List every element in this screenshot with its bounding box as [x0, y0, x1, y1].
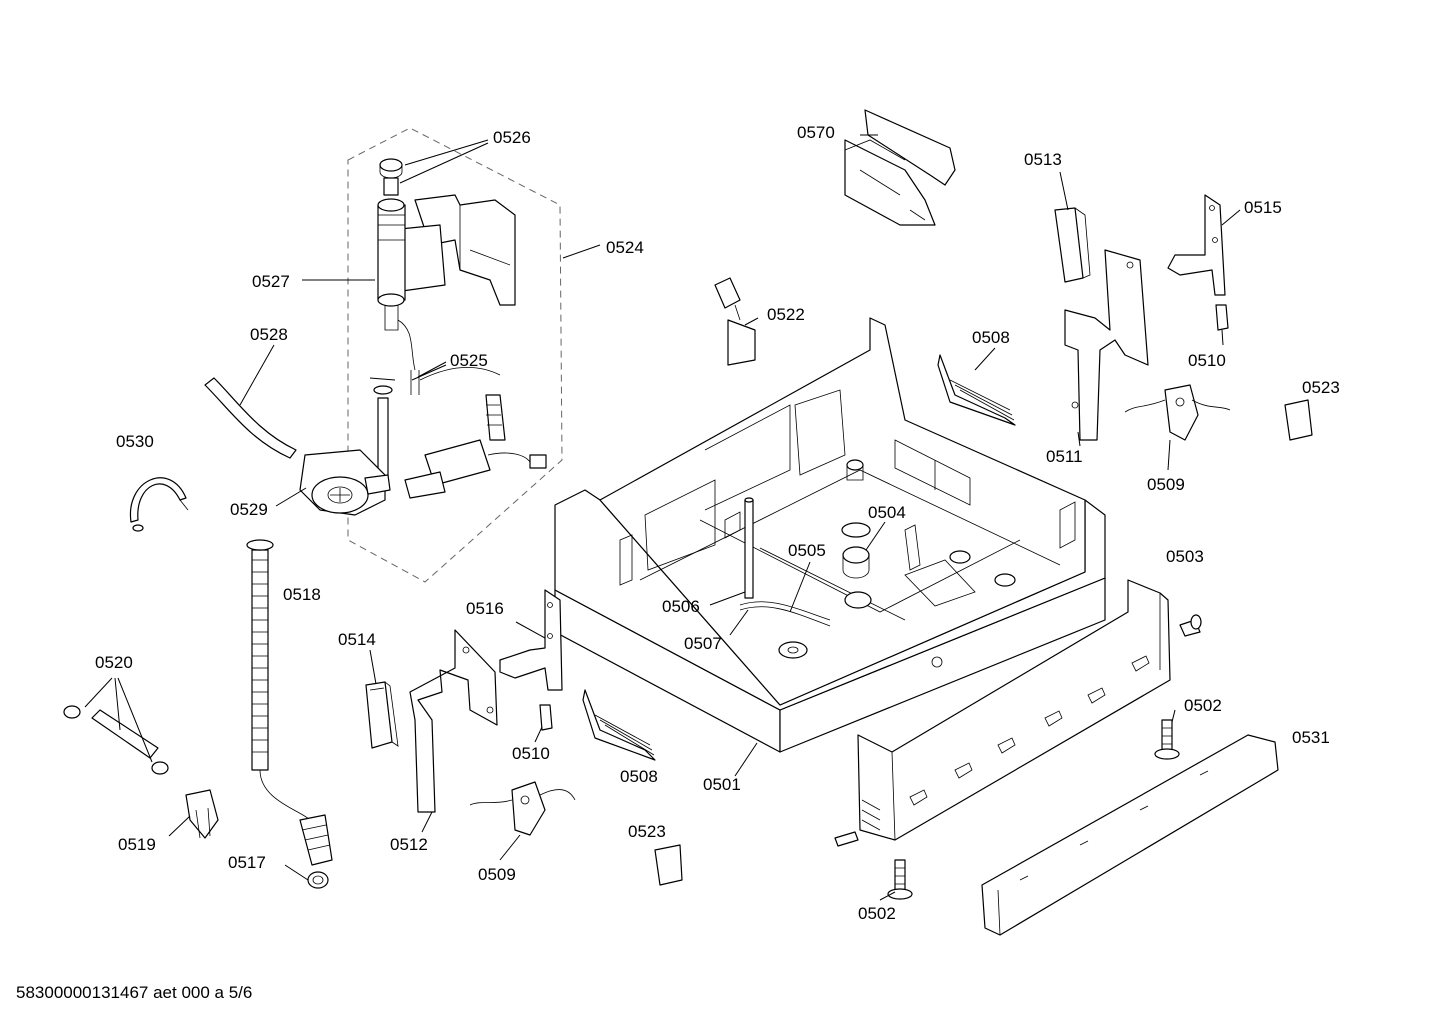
- label-0516: 0516: [466, 599, 504, 618]
- label-0512: 0512: [390, 835, 428, 854]
- label-0501: 0501: [703, 775, 741, 794]
- base-tub-part: [554, 317, 1106, 753]
- label-0508-right: 0508: [972, 328, 1010, 347]
- label-0528: 0528: [250, 325, 288, 344]
- screw-0502c-part: [834, 831, 859, 847]
- label-0513: 0513: [1024, 150, 1062, 169]
- bracket-0513-part: [1054, 207, 1091, 283]
- label-0502-bottom: 0502: [858, 904, 896, 923]
- clip-0510b-part: [1215, 304, 1229, 331]
- plug-0522-part: [714, 277, 756, 366]
- hose-end-0517-part: [299, 814, 333, 889]
- drain-pump-part: [299, 449, 391, 516]
- label-0509-right: 0509: [1147, 475, 1185, 494]
- clip-0523-part: [654, 844, 683, 886]
- label-0514: 0514: [338, 630, 376, 649]
- screw-0503-part: [1179, 614, 1202, 637]
- label-0508-left: 0508: [620, 767, 658, 786]
- label-0523-right: 0523: [1302, 378, 1340, 397]
- label-0507: 0507: [684, 634, 722, 653]
- spring-0508b-part: [937, 354, 1016, 426]
- label-0503: 0503: [1166, 547, 1204, 566]
- pump-assembly-boundary: [347, 127, 563, 583]
- label-0526: 0526: [493, 128, 531, 147]
- label-0523-left: 0523: [628, 822, 666, 841]
- leader-lines: [84, 134, 1241, 901]
- connector-tube-0520-part: [63, 705, 169, 775]
- clip-0510-part: [539, 704, 553, 731]
- label-0511: 0511: [1046, 447, 1083, 466]
- label-0509-left: 0509: [478, 865, 516, 884]
- label-0520: 0520: [95, 653, 133, 672]
- panel-0531-part: [857, 579, 1171, 841]
- label-0518: 0518: [283, 585, 321, 604]
- bracket-0515-part: [1167, 194, 1226, 296]
- label-0531: 0531: [1292, 728, 1330, 747]
- document-id: 58300000131467 aet 000 a 5/6: [16, 983, 252, 1002]
- sensor-0509-part: [469, 781, 576, 836]
- label-0524: 0524: [606, 238, 644, 257]
- label-0515: 0515: [1244, 198, 1282, 217]
- label-0510-right: 0510: [1188, 351, 1226, 370]
- label-0505: 0505: [788, 541, 826, 560]
- label-0529: 0529: [230, 500, 268, 519]
- pump-assembly-part: [373, 158, 547, 499]
- foot-0502-part: [1154, 719, 1180, 760]
- label-0530: 0530: [116, 432, 154, 451]
- label-0522: 0522: [767, 305, 805, 324]
- foot-0502b-part: [887, 859, 913, 900]
- label-0502-right: 0502: [1184, 696, 1222, 715]
- label-0527: 0527: [252, 272, 290, 291]
- control-module-0570-part: [844, 109, 956, 226]
- sensor-0509b-part: [1124, 384, 1231, 441]
- label-0506: 0506: [662, 597, 700, 616]
- trim-panel-0531-part: [981, 734, 1279, 936]
- clamp-0530-part: [129, 477, 189, 532]
- label-0504: 0504: [868, 503, 906, 522]
- hose-0528-part: [204, 377, 297, 459]
- bracket-0514-part: [365, 681, 399, 749]
- spring-0508-part: [582, 689, 656, 761]
- label-0570: 0570: [797, 123, 835, 142]
- bracket-0512-part: [409, 629, 498, 813]
- label-0519: 0519: [118, 835, 156, 854]
- drain-hose-0518-part: [246, 539, 311, 821]
- label-0517: 0517: [228, 853, 266, 872]
- label-0510-left: 0510: [512, 744, 550, 763]
- label-0525: 0525: [450, 351, 488, 370]
- clip-0523b-part: [1284, 399, 1313, 441]
- bracket-0516-part: [499, 589, 563, 691]
- clip-0519-part: [185, 789, 219, 839]
- bracket-0511-part: [1064, 249, 1149, 441]
